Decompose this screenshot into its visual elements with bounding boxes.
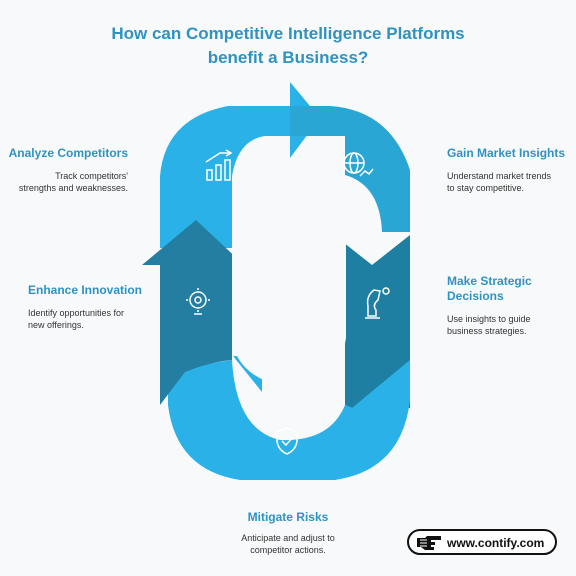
step-heading-line-2: Decisions bbox=[447, 289, 504, 303]
arc-mitigate-risks bbox=[168, 360, 410, 480]
pointing-hand-icon bbox=[417, 536, 441, 550]
step-description-line-2: competitor actions. bbox=[250, 545, 326, 555]
step-description-line-1: Identify opportunities for bbox=[28, 308, 125, 318]
arc-analyze-competitors bbox=[160, 82, 320, 248]
shield-check-icon bbox=[276, 427, 298, 455]
step-heading: Analyze Competitors bbox=[8, 146, 128, 160]
arc-gain-market-insights bbox=[290, 106, 410, 232]
cycle-center bbox=[232, 172, 346, 388]
step-mitigate-risks: Mitigate Risks Anticipate and adjust to … bbox=[0, 510, 576, 556]
step-description-line-1: Track competitors' bbox=[55, 171, 128, 181]
step-heading-line-1: Make Strategic bbox=[447, 274, 532, 288]
step-heading: Gain Market Insights bbox=[447, 146, 566, 160]
step-analyze-competitors: Analyze Competitors Track competitors' s… bbox=[0, 146, 128, 194]
step-description-line-1: Understand market trends bbox=[447, 171, 552, 181]
step-description-line-2: new offerings. bbox=[28, 320, 84, 330]
title-line-2: benefit a Business? bbox=[207, 48, 369, 67]
step-description-line-1: Use insights to guide bbox=[447, 314, 531, 324]
lightbulb-gear-icon bbox=[186, 288, 210, 315]
step-heading: Mitigate Risks bbox=[247, 510, 329, 524]
step-description-line-2: strengths and weaknesses. bbox=[18, 183, 128, 193]
step-enhance-innovation: Enhance Innovation Identify opportunitie… bbox=[28, 283, 158, 331]
step-description-line-2: business strategies. bbox=[447, 326, 527, 336]
globe-chart-icon bbox=[343, 152, 374, 177]
step-description-line-2: to stay competitive. bbox=[447, 183, 525, 193]
contify-url[interactable]: www.contify.com bbox=[447, 536, 545, 550]
step-heading: Enhance Innovation bbox=[28, 283, 143, 297]
step-description: Identify opportunities for new offerings… bbox=[28, 307, 158, 331]
contify-link-badge[interactable]: www.contify.com bbox=[407, 529, 557, 555]
arc-make-strategic-decisions bbox=[334, 232, 410, 408]
page-title: How can Competitive Intelligence Platfor… bbox=[0, 22, 576, 70]
step-description: Understand market trends to stay competi… bbox=[447, 170, 572, 194]
bar-chart-icon bbox=[205, 149, 233, 181]
step-make-strategic-decisions: Make Strategic Decisions Use insights to… bbox=[447, 274, 572, 337]
chess-knight-icon bbox=[365, 287, 390, 319]
step-description: Anticipate and adjust to competitor acti… bbox=[0, 532, 576, 556]
step-description: Track competitors' strengths and weaknes… bbox=[0, 170, 128, 194]
step-heading: Make Strategic Decisions bbox=[447, 274, 572, 304]
arc-enhance-innovation bbox=[142, 220, 244, 405]
step-description: Use insights to guide business strategie… bbox=[447, 313, 572, 337]
title-line-1: How can Competitive Intelligence Platfor… bbox=[111, 24, 465, 43]
step-gain-market-insights: Gain Market Insights Understand market t… bbox=[447, 146, 572, 194]
step-description-line-1: Anticipate and adjust to bbox=[241, 533, 335, 543]
